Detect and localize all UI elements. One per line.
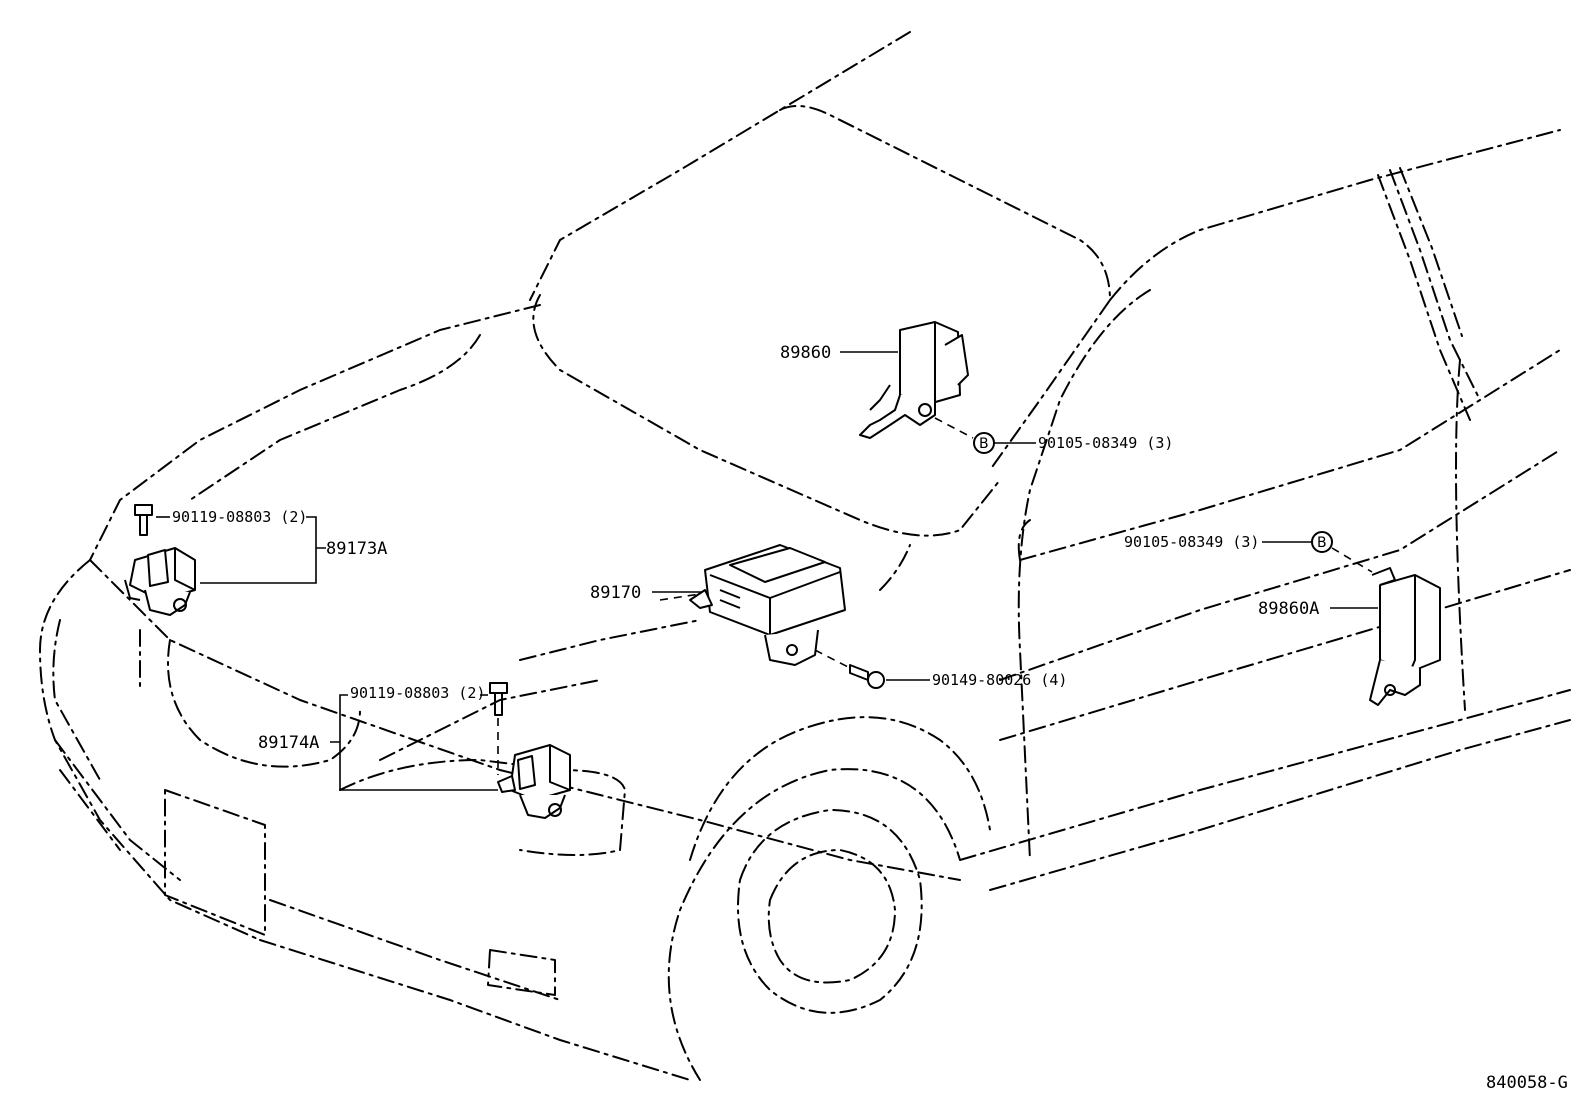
part-89174A-sensor[interactable] [497,744,571,819]
bolt-icon-89174A [489,682,508,716]
b-marker-icon: B [973,432,995,454]
svg-text:B: B [979,436,989,452]
bracket-89174A [330,694,498,791]
part-89860-sensor[interactable] [859,321,969,439]
bracket-89173A [200,516,326,584]
bolt-path-89860 [934,417,974,439]
part-89860A-sensor[interactable] [1369,567,1441,706]
vehicle-body-outline [39,31,1571,1081]
label-89860A-bolt: 90105-08349 (3) [1124,533,1259,551]
label-89860-bolt: 90105-08349 (3) [1038,434,1173,452]
bolt-icon-89173A [134,504,153,536]
part-89170-airbag-module[interactable] [689,544,846,666]
label-89860: 89860 [780,343,831,363]
part-89173A-sensor[interactable] [124,547,196,616]
svg-text:B: B [1317,535,1327,551]
label-89170-bolt: 90149-80026 (4) [932,671,1067,689]
label-89174A-bolt: 90119-08803 (2) [350,684,485,702]
bolt-path-89170 [814,649,851,669]
label-89173A: 89173A [326,539,387,559]
bolt-path-89860A [1331,547,1373,573]
bolt-icon [849,664,885,689]
b-marker-icon-2: B [1311,531,1333,553]
drawing-id: 840058-G [1486,1073,1568,1093]
label-89170: 89170 [590,583,641,603]
label-89173A-bolt: 90119-08803 (2) [172,508,307,526]
label-89174A: 89174A [258,733,319,753]
label-89860A: 89860A [1258,599,1319,619]
